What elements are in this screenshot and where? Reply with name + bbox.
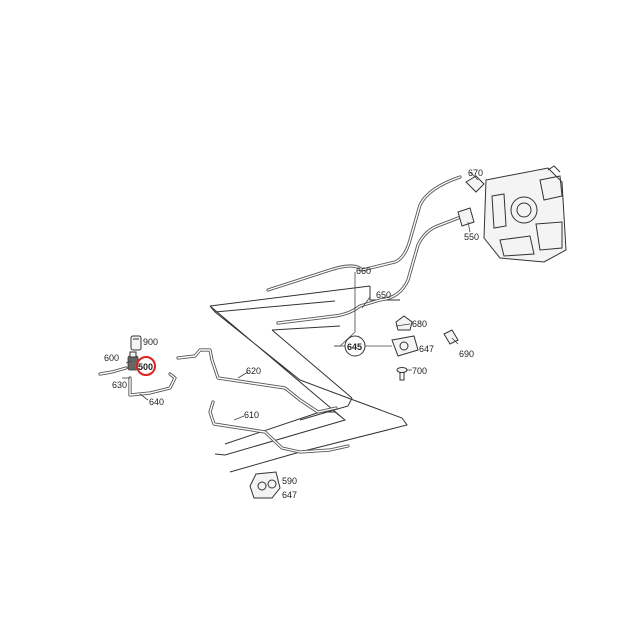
callout-circle-645 [344, 335, 366, 357]
pipe-610 [208, 400, 350, 454]
label-680: 680 [412, 319, 428, 329]
label-900: 900 [143, 337, 159, 347]
label-590: 590 [282, 476, 298, 486]
boundary-outline [209, 285, 408, 473]
label-645: 645 [347, 342, 363, 352]
hose-600 [98, 366, 128, 376]
label-690: 690 [459, 349, 475, 359]
part-647-shape [391, 335, 419, 357]
part-900-shape [130, 335, 142, 351]
connector-550-shape [457, 207, 475, 227]
label-700: 700 [412, 366, 428, 376]
label-647-b: 647 [282, 490, 298, 500]
label-647-a: 647 [419, 344, 435, 354]
label-630: 630 [112, 380, 128, 390]
label-600: 600 [104, 353, 120, 363]
label-640: 640 [149, 397, 165, 407]
pipe-660 [266, 175, 462, 292]
label-500: 500 [138, 362, 154, 372]
pipe-650 [276, 213, 468, 325]
highlight-circle-500 [136, 356, 156, 376]
part-700-shape [396, 367, 408, 381]
leader-lines [122, 171, 479, 421]
connector-670-shape [465, 175, 485, 193]
label-610: 610 [244, 410, 260, 420]
boundary-outline-inner [271, 325, 353, 421]
part-500-shape [127, 351, 139, 371]
label-660: 660 [356, 266, 372, 276]
pipe-640 [128, 372, 177, 397]
hvac-unit [483, 165, 567, 263]
label-670: 670 [468, 168, 484, 178]
part-590-shape [249, 471, 281, 499]
label-650: 650 [376, 290, 392, 300]
label-620: 620 [246, 366, 262, 376]
label-550: 550 [464, 232, 480, 242]
part-680-shape [395, 315, 413, 331]
pipe-620 [176, 348, 338, 414]
